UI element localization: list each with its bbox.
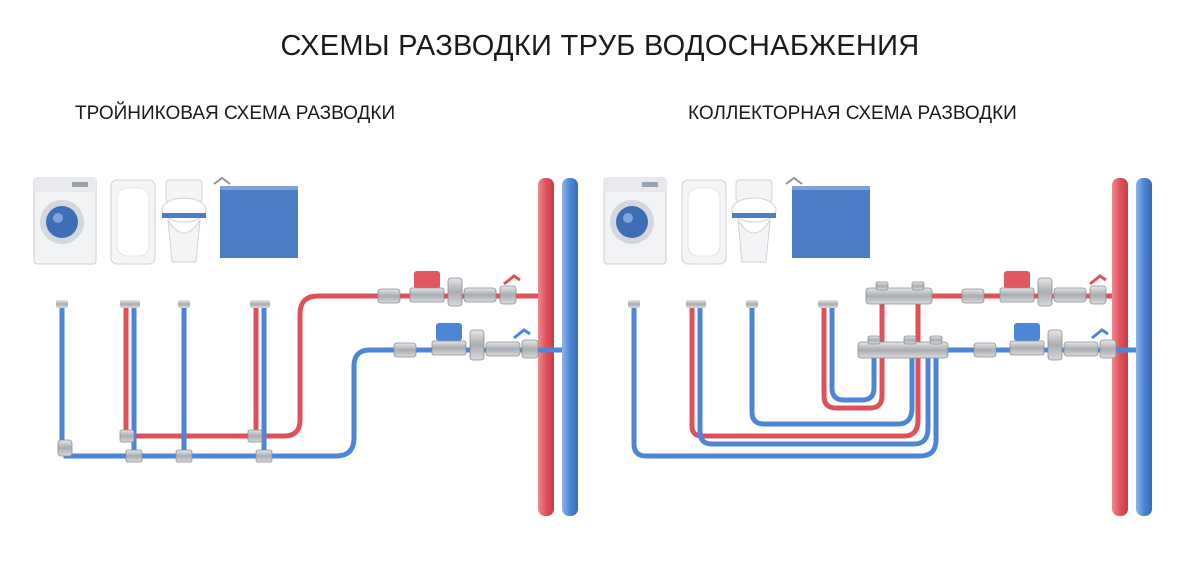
hot-valve-assembly <box>961 271 1107 307</box>
bathtub-icon <box>681 179 727 265</box>
toilet-icon <box>731 179 777 263</box>
sink-cabinet-icon <box>785 176 870 258</box>
cold-water-riser <box>1136 178 1152 516</box>
hot-manifold <box>865 281 933 305</box>
pipe-caps <box>628 300 838 308</box>
collector-scheme <box>603 176 1152 516</box>
page-title: СХЕМЫ РАЗВОДКИ ТРУБ ВОДОСНАБЖЕНИЯ <box>280 30 920 62</box>
cold-manifold <box>857 335 949 359</box>
collector-scheme-title: КОЛЛЕКТОРНАЯ СХЕМА РАЗВОДКИ <box>688 103 1017 124</box>
pipe-caps <box>56 300 270 308</box>
sink-cabinet-icon <box>213 176 298 258</box>
hot-valve-assembly <box>377 271 521 307</box>
tee-fittings <box>57 429 273 463</box>
bathtub-icon <box>110 179 156 265</box>
toilet-icon <box>161 179 207 263</box>
cold-water-riser <box>562 178 578 516</box>
cold-valve-assembly <box>393 323 539 361</box>
tee-scheme-title: ТРОЙНИКОВАЯ СХЕМА РАЗВОДКИ <box>75 103 396 124</box>
cold-valve-assembly <box>973 323 1117 361</box>
washing-machine-icon <box>33 177 97 265</box>
tee-scheme <box>33 176 578 516</box>
collector-branch-pipes <box>631 300 939 459</box>
cold-water-main <box>63 347 562 459</box>
hot-water-riser <box>1112 178 1128 516</box>
hot-water-riser <box>538 178 554 516</box>
hot-water-main <box>128 293 538 439</box>
washing-machine-icon <box>603 177 667 265</box>
